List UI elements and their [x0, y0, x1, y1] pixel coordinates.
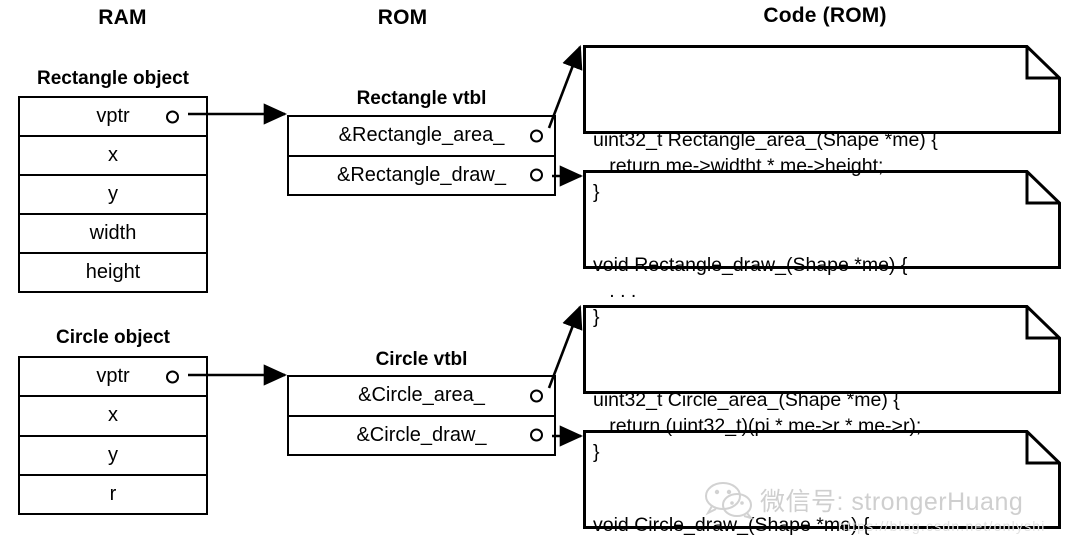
- rectangle-object-box: vptr x y width height: [18, 96, 208, 293]
- column-title-ram: RAM: [98, 6, 147, 29]
- circle-draw-slot-dot: [530, 428, 543, 442]
- circle-vtbl-title: Circle vtbl: [375, 349, 468, 370]
- rectangle-vtbl-entry-draw: &Rectangle_draw_: [289, 156, 554, 194]
- rectangle-field-y: y: [20, 176, 206, 215]
- code-text-rectangle-area: uint32_t Rectangle_area_(Shape *me) { re…: [593, 129, 938, 203]
- watermark-text: 微信号: strongerHuang: [760, 488, 1024, 516]
- circle-vtbl-entry-draw: &Circle_draw_: [289, 416, 554, 454]
- column-title-rom: ROM: [377, 6, 428, 29]
- circle-area-slot-dot: [530, 389, 543, 403]
- watermark-url: https://blog.csdn.net/onlyshi: [838, 518, 1046, 534]
- circle-object-title: Circle object: [55, 327, 171, 348]
- circle-vptr-slot-dot: [166, 370, 179, 384]
- circle-vtbl-entry-area: &Circle_area_: [289, 377, 554, 417]
- rectangle-vtbl-entry-area-label: &Rectangle_area_: [338, 124, 505, 147]
- rectangle-field-vptr: vptr: [20, 98, 206, 137]
- rectangle-vptr-slot-dot: [166, 110, 179, 123]
- rectangle-vtbl-box: &Rectangle_area_ &Rectangle_draw_: [287, 115, 556, 196]
- rectangle-vtbl-entry-area: &Rectangle_area_: [289, 117, 554, 157]
- wechat-icon: [705, 482, 754, 520]
- circle-vtbl-box: &Circle_area_ &Circle_draw_: [287, 375, 556, 456]
- rectangle-field-height: height: [20, 254, 206, 291]
- circle-field-x: x: [20, 397, 206, 437]
- rectangle-vtbl-entry-draw-label: &Rectangle_draw_: [337, 163, 506, 186]
- circle-field-vptr-label: vptr: [96, 365, 130, 388]
- rectangle-field-width: width: [20, 215, 206, 254]
- code-text-circle-area: uint32_t Circle_area_(Shape *me) { retur…: [593, 389, 922, 463]
- circle-field-r: r: [20, 475, 206, 513]
- code-note-rectangle-area: uint32_t Rectangle_area_(Shape *me) { re…: [583, 45, 1061, 203]
- rectangle-vtbl-title: Rectangle vtbl: [356, 88, 487, 109]
- rectangle-area-slot-dot: [530, 129, 543, 143]
- circle-vtbl-entry-area-label: &Circle_area_: [358, 384, 485, 407]
- column-title-code: Code (ROM): [763, 4, 887, 27]
- circle-object-box: vptr x y r: [18, 356, 208, 515]
- rectangle-field-vptr-label: vptr: [96, 105, 130, 127]
- circle-field-y: y: [20, 436, 206, 476]
- rectangle-draw-slot-dot: [530, 168, 543, 182]
- circle-vtbl-entry-draw-label: &Circle_draw_: [356, 423, 487, 446]
- code-text-rectangle-draw: void Rectangle_draw_(Shape *me) { . . . …: [593, 254, 908, 328]
- circle-field-vptr: vptr: [20, 358, 206, 398]
- rectangle-object-title: Rectangle object: [36, 68, 190, 89]
- note-outline-icon: [583, 45, 1061, 134]
- rectangle-field-x: x: [20, 137, 206, 176]
